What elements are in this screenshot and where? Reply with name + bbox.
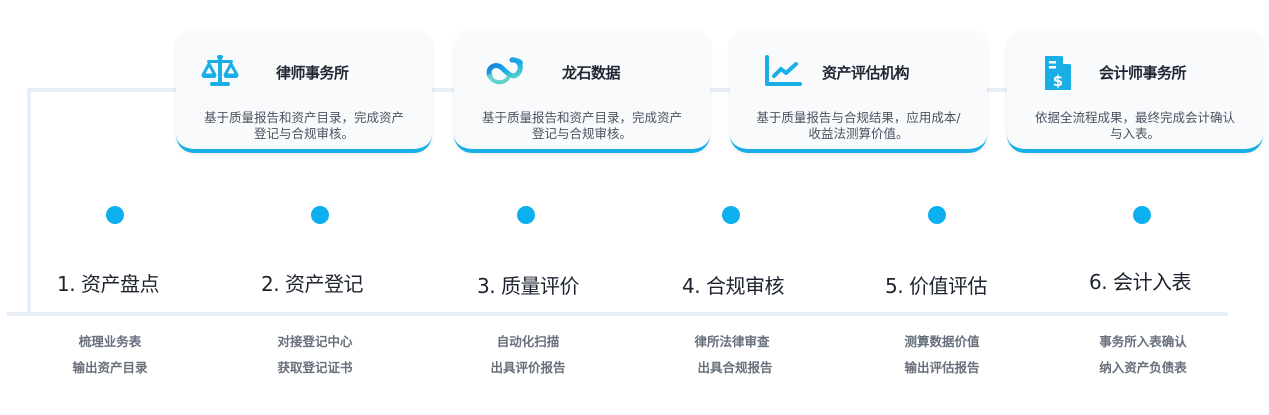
card-law-firm: 律师事务所 基于质量报告和资产目录，完成资产 登记与合规审核。 xyxy=(176,30,432,153)
card-title: 龙石数据 xyxy=(562,64,621,82)
step-desc-line1: 梳理业务表 xyxy=(78,334,142,349)
step-desc-line1: 自动化扫描 xyxy=(496,334,560,349)
step-desc-line1: 测算数据价值 xyxy=(904,334,980,349)
step-desc-line2: 出具评价报告 xyxy=(490,360,566,375)
card-description: 依据全流程成果，最终完成会计确认 与入表。 xyxy=(1034,110,1235,141)
step-desc-line2: 出具合规报告 xyxy=(697,360,773,375)
timeline-dot xyxy=(517,206,535,224)
step-title: 2. 资产登记 xyxy=(261,272,363,296)
card-accounting-firm: $ 会计师事务所 依据全流程成果，最终完成会计确认 与入表。 xyxy=(1007,30,1263,153)
card-title: 资产评估机构 xyxy=(822,64,910,82)
step-desc-line2: 获取登记证书 xyxy=(277,360,353,375)
step-title: 1. 资产盘点 xyxy=(57,272,159,296)
step-desc-line1: 事务所入表确认 xyxy=(1099,334,1187,349)
card-longshi-data: 龙石数据 基于质量报告和资产目录，完成资产 登记与合规审核。 xyxy=(454,30,710,153)
step-title: 4. 合规审核 xyxy=(682,274,784,298)
step-desc-line2: 输出评估报告 xyxy=(904,360,980,375)
longshi-logo-icon xyxy=(484,54,524,90)
card-title: 会计师事务所 xyxy=(1099,64,1187,82)
timeline-dot xyxy=(1133,206,1151,224)
step-desc-line1: 对接登记中心 xyxy=(277,334,353,349)
card-description: 基于质量报告和资产目录，完成资产 登记与合规审核。 xyxy=(481,110,682,141)
card-description: 基于质量报告和资产目录，完成资产 登记与合规审核。 xyxy=(203,110,404,141)
timeline-dot xyxy=(722,206,740,224)
frame-left-line xyxy=(27,88,31,315)
step-desc-line1: 律所法律审查 xyxy=(694,334,770,349)
timeline-dot xyxy=(928,206,946,224)
timeline-baseline xyxy=(7,312,1228,316)
timeline-dot xyxy=(311,206,329,224)
card-description: 基于质量报告与合规结果，应用成本/ 收益法测算价值。 xyxy=(756,110,961,141)
timeline-dot xyxy=(106,206,124,224)
invoice-dollar-icon: $ xyxy=(1043,54,1083,90)
step-title: 3. 质量评价 xyxy=(477,274,579,298)
card-asset-appraisal: 资产评估机构 基于质量报告与合规结果，应用成本/ 收益法测算价值。 xyxy=(730,30,987,153)
step-desc-line2: 输出资产目录 xyxy=(72,360,148,375)
line-chart-icon xyxy=(764,54,804,90)
step-title: 6. 会计入表 xyxy=(1089,270,1191,294)
card-title: 律师事务所 xyxy=(276,64,349,82)
step-title: 5. 价值评估 xyxy=(885,274,987,298)
scale-icon xyxy=(200,54,240,90)
svg-text:$: $ xyxy=(1053,72,1063,90)
step-desc-line2: 纳入资产负债表 xyxy=(1099,360,1187,375)
